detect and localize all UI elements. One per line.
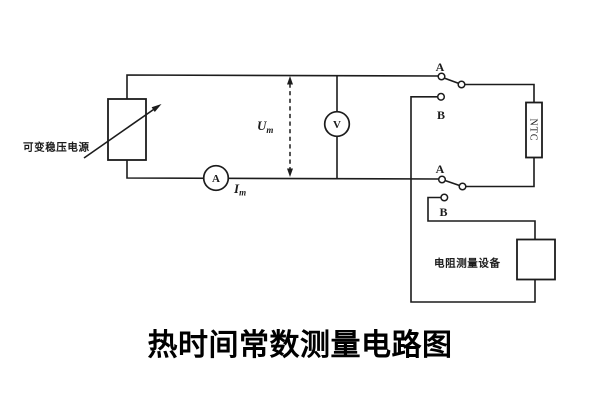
power-supply-arrowhead-icon: [151, 104, 162, 112]
wire-switch-top-b-to-device: [410, 96, 536, 303]
switch-top-blade: [443, 77, 460, 85]
ntc-box: [525, 101, 543, 159]
um-arrowhead-bottom-icon: [287, 168, 293, 177]
switch-bottom-label-b: B: [439, 205, 447, 219]
wire-switch-bottom-b-to-device: [427, 196, 536, 240]
ammeter-circle: [202, 164, 230, 192]
switch-bottom-pole: [458, 182, 467, 191]
switch-bottom-label-a: A: [436, 162, 445, 176]
switch-top-contact-a: [437, 72, 446, 81]
resistance-device-label: 电阻测量设备: [434, 257, 501, 270]
switch-top-pole: [457, 80, 466, 89]
power-supply-box: [107, 98, 147, 161]
switch-bottom-blade: [444, 179, 460, 187]
ntc-label: NTC: [528, 119, 539, 142]
switch-top-contact-b: [436, 92, 446, 101]
voltmeter-circle: [323, 110, 351, 138]
figure-title: 热时间常数测量电路图: [148, 328, 453, 363]
wire-switch-top-to-ntc: [462, 83, 535, 103]
power-supply-arrow-shaft: [83, 107, 156, 159]
switch-bottom-contact-b: [440, 193, 449, 202]
wire-main-bottom: [126, 160, 440, 180]
um-arrowhead-top-icon: [287, 76, 293, 85]
current-label: Im: [233, 181, 246, 198]
resistance-device-box: [516, 238, 556, 281]
switch-top-label-b: B: [437, 108, 445, 122]
power-supply-label: 可变稳压电源: [23, 141, 90, 154]
ammeter-symbol: A: [212, 173, 220, 185]
switch-top-label-a: A: [436, 60, 445, 74]
voltmeter-symbol: V: [333, 119, 341, 131]
wire-switch-bottom-to-ntc: [462, 157, 535, 188]
voltage-label: Um: [257, 118, 273, 135]
switch-bottom-contact-a: [437, 175, 447, 184]
wire-main-top: [126, 74, 440, 99]
